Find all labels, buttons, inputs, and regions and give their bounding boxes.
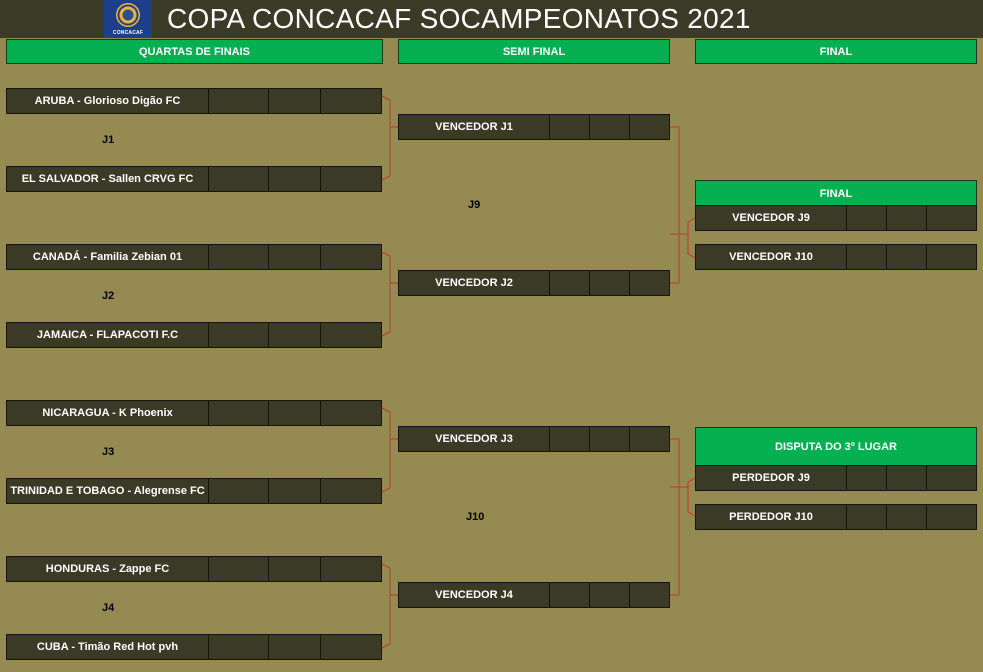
score-cell[interactable]: [847, 504, 887, 530]
score-cell[interactable]: [321, 166, 382, 192]
team-name: VENCEDOR J3: [398, 426, 550, 452]
score-cell[interactable]: [630, 582, 670, 608]
qf-slot-honduras[interactable]: HONDURAS - Zappe FC: [6, 556, 382, 582]
team-name: JAMAICA - FLAPACOTI F.C: [6, 322, 209, 348]
third-place-header: DISPUTA DO 3º LUGAR: [695, 427, 977, 466]
score-cell[interactable]: [209, 322, 269, 348]
score-cell[interactable]: [847, 205, 887, 231]
concacaf-logo-icon: CONCACAF: [104, 0, 152, 38]
qf-slot-el-salvador[interactable]: EL SALVADOR - Sallen CRVG FC: [6, 166, 382, 192]
score-cell[interactable]: [321, 556, 382, 582]
final-slot-vencedor-j9[interactable]: VENCEDOR J9: [695, 205, 977, 231]
team-name: TRINIDAD E TOBAGO - Alegrense FC: [6, 478, 209, 504]
third-slot-perdedor-j10[interactable]: PERDEDOR J10: [695, 504, 977, 530]
team-name: EL SALVADOR - Sallen CRVG FC: [6, 166, 209, 192]
score-cell[interactable]: [927, 504, 977, 530]
game-label-j1: J1: [102, 134, 115, 146]
column-header-quarters: QUARTAS DE FINAIS: [6, 39, 383, 64]
final-slot-vencedor-j10[interactable]: VENCEDOR J10: [695, 244, 977, 270]
score-cell[interactable]: [321, 634, 382, 660]
score-cell[interactable]: [269, 478, 321, 504]
team-name: NICARAGUA - K Phoenix: [6, 400, 209, 426]
game-label-j10: J10: [466, 511, 485, 523]
sf-slot-vencedor-j3[interactable]: VENCEDOR J3: [398, 426, 670, 452]
team-name: HONDURAS - Zappe FC: [6, 556, 209, 582]
team-name: ARUBA - Glorioso Digão FC: [6, 88, 209, 114]
score-cell[interactable]: [887, 504, 927, 530]
page-title: COPA CONCACAF SOCAMPEONATOS 2021: [167, 3, 751, 34]
score-cell[interactable]: [269, 322, 321, 348]
score-cell[interactable]: [630, 114, 670, 140]
score-cell[interactable]: [269, 244, 321, 270]
team-name: VENCEDOR J9: [695, 205, 847, 231]
score-cell[interactable]: [321, 478, 382, 504]
score-cell[interactable]: [269, 634, 321, 660]
team-name: CUBA - Timão Red Hot pvh: [6, 634, 209, 660]
qf-slot-trinidad[interactable]: TRINIDAD E TOBAGO - Alegrense FC: [6, 478, 382, 504]
score-cell[interactable]: [590, 270, 630, 296]
score-cell[interactable]: [927, 465, 977, 491]
score-cell[interactable]: [550, 114, 590, 140]
qf-slot-nicaragua[interactable]: NICARAGUA - K Phoenix: [6, 400, 382, 426]
team-name: VENCEDOR J10: [695, 244, 847, 270]
score-cell[interactable]: [209, 166, 269, 192]
score-cell[interactable]: [927, 244, 977, 270]
score-cell[interactable]: [887, 244, 927, 270]
score-cell[interactable]: [590, 114, 630, 140]
score-cell[interactable]: [630, 426, 670, 452]
score-cell[interactable]: [590, 582, 630, 608]
score-cell[interactable]: [269, 166, 321, 192]
score-cell[interactable]: [209, 244, 269, 270]
team-name: CANADÁ - Familia Zebian 01: [6, 244, 209, 270]
qf-slot-canada[interactable]: CANADÁ - Familia Zebian 01: [6, 244, 382, 270]
sf-slot-vencedor-j2[interactable]: VENCEDOR J2: [398, 270, 670, 296]
qf-slot-cuba[interactable]: CUBA - Timão Red Hot pvh: [6, 634, 382, 660]
team-name: PERDEDOR J10: [695, 504, 847, 530]
title-bar: CONCACAF COPA CONCACAF SOCAMPEONATOS 202…: [0, 0, 983, 38]
score-cell[interactable]: [630, 270, 670, 296]
score-cell[interactable]: [887, 465, 927, 491]
team-name: VENCEDOR J4: [398, 582, 550, 608]
team-name: VENCEDOR J1: [398, 114, 550, 140]
qf-slot-jamaica[interactable]: JAMAICA - FLAPACOTI F.C: [6, 322, 382, 348]
game-label-j3: J3: [102, 446, 115, 458]
score-cell[interactable]: [269, 400, 321, 426]
logo-text: CONCACAF: [112, 30, 144, 36]
score-cell[interactable]: [887, 205, 927, 231]
sf-slot-vencedor-j1[interactable]: VENCEDOR J1: [398, 114, 670, 140]
score-cell[interactable]: [209, 400, 269, 426]
score-cell[interactable]: [550, 582, 590, 608]
qf-slot-aruba[interactable]: ARUBA - Glorioso Digão FC: [6, 88, 382, 114]
score-cell[interactable]: [209, 88, 269, 114]
score-cell[interactable]: [209, 556, 269, 582]
third-slot-perdedor-j9[interactable]: PERDEDOR J9: [695, 465, 977, 491]
game-label-j9: J9: [468, 199, 481, 211]
score-cell[interactable]: [321, 322, 382, 348]
score-cell[interactable]: [927, 205, 977, 231]
logo-sun-icon: [116, 3, 140, 27]
score-cell[interactable]: [321, 244, 382, 270]
column-header-final: FINAL: [695, 39, 977, 64]
team-name: VENCEDOR J2: [398, 270, 550, 296]
score-cell[interactable]: [550, 426, 590, 452]
score-cell[interactable]: [847, 465, 887, 491]
game-label-j2: J2: [102, 290, 115, 302]
score-cell[interactable]: [590, 426, 630, 452]
team-name: PERDEDOR J9: [695, 465, 847, 491]
score-cell[interactable]: [847, 244, 887, 270]
score-cell[interactable]: [550, 270, 590, 296]
score-cell[interactable]: [269, 88, 321, 114]
final-box-header: FINAL: [695, 180, 977, 206]
score-cell[interactable]: [321, 88, 382, 114]
score-cell[interactable]: [269, 556, 321, 582]
game-label-j4: J4: [102, 602, 115, 614]
score-cell[interactable]: [321, 400, 382, 426]
score-cell[interactable]: [209, 478, 269, 504]
score-cell[interactable]: [209, 634, 269, 660]
column-header-semis: SEMI FINAL: [398, 39, 670, 64]
sf-slot-vencedor-j4[interactable]: VENCEDOR J4: [398, 582, 670, 608]
